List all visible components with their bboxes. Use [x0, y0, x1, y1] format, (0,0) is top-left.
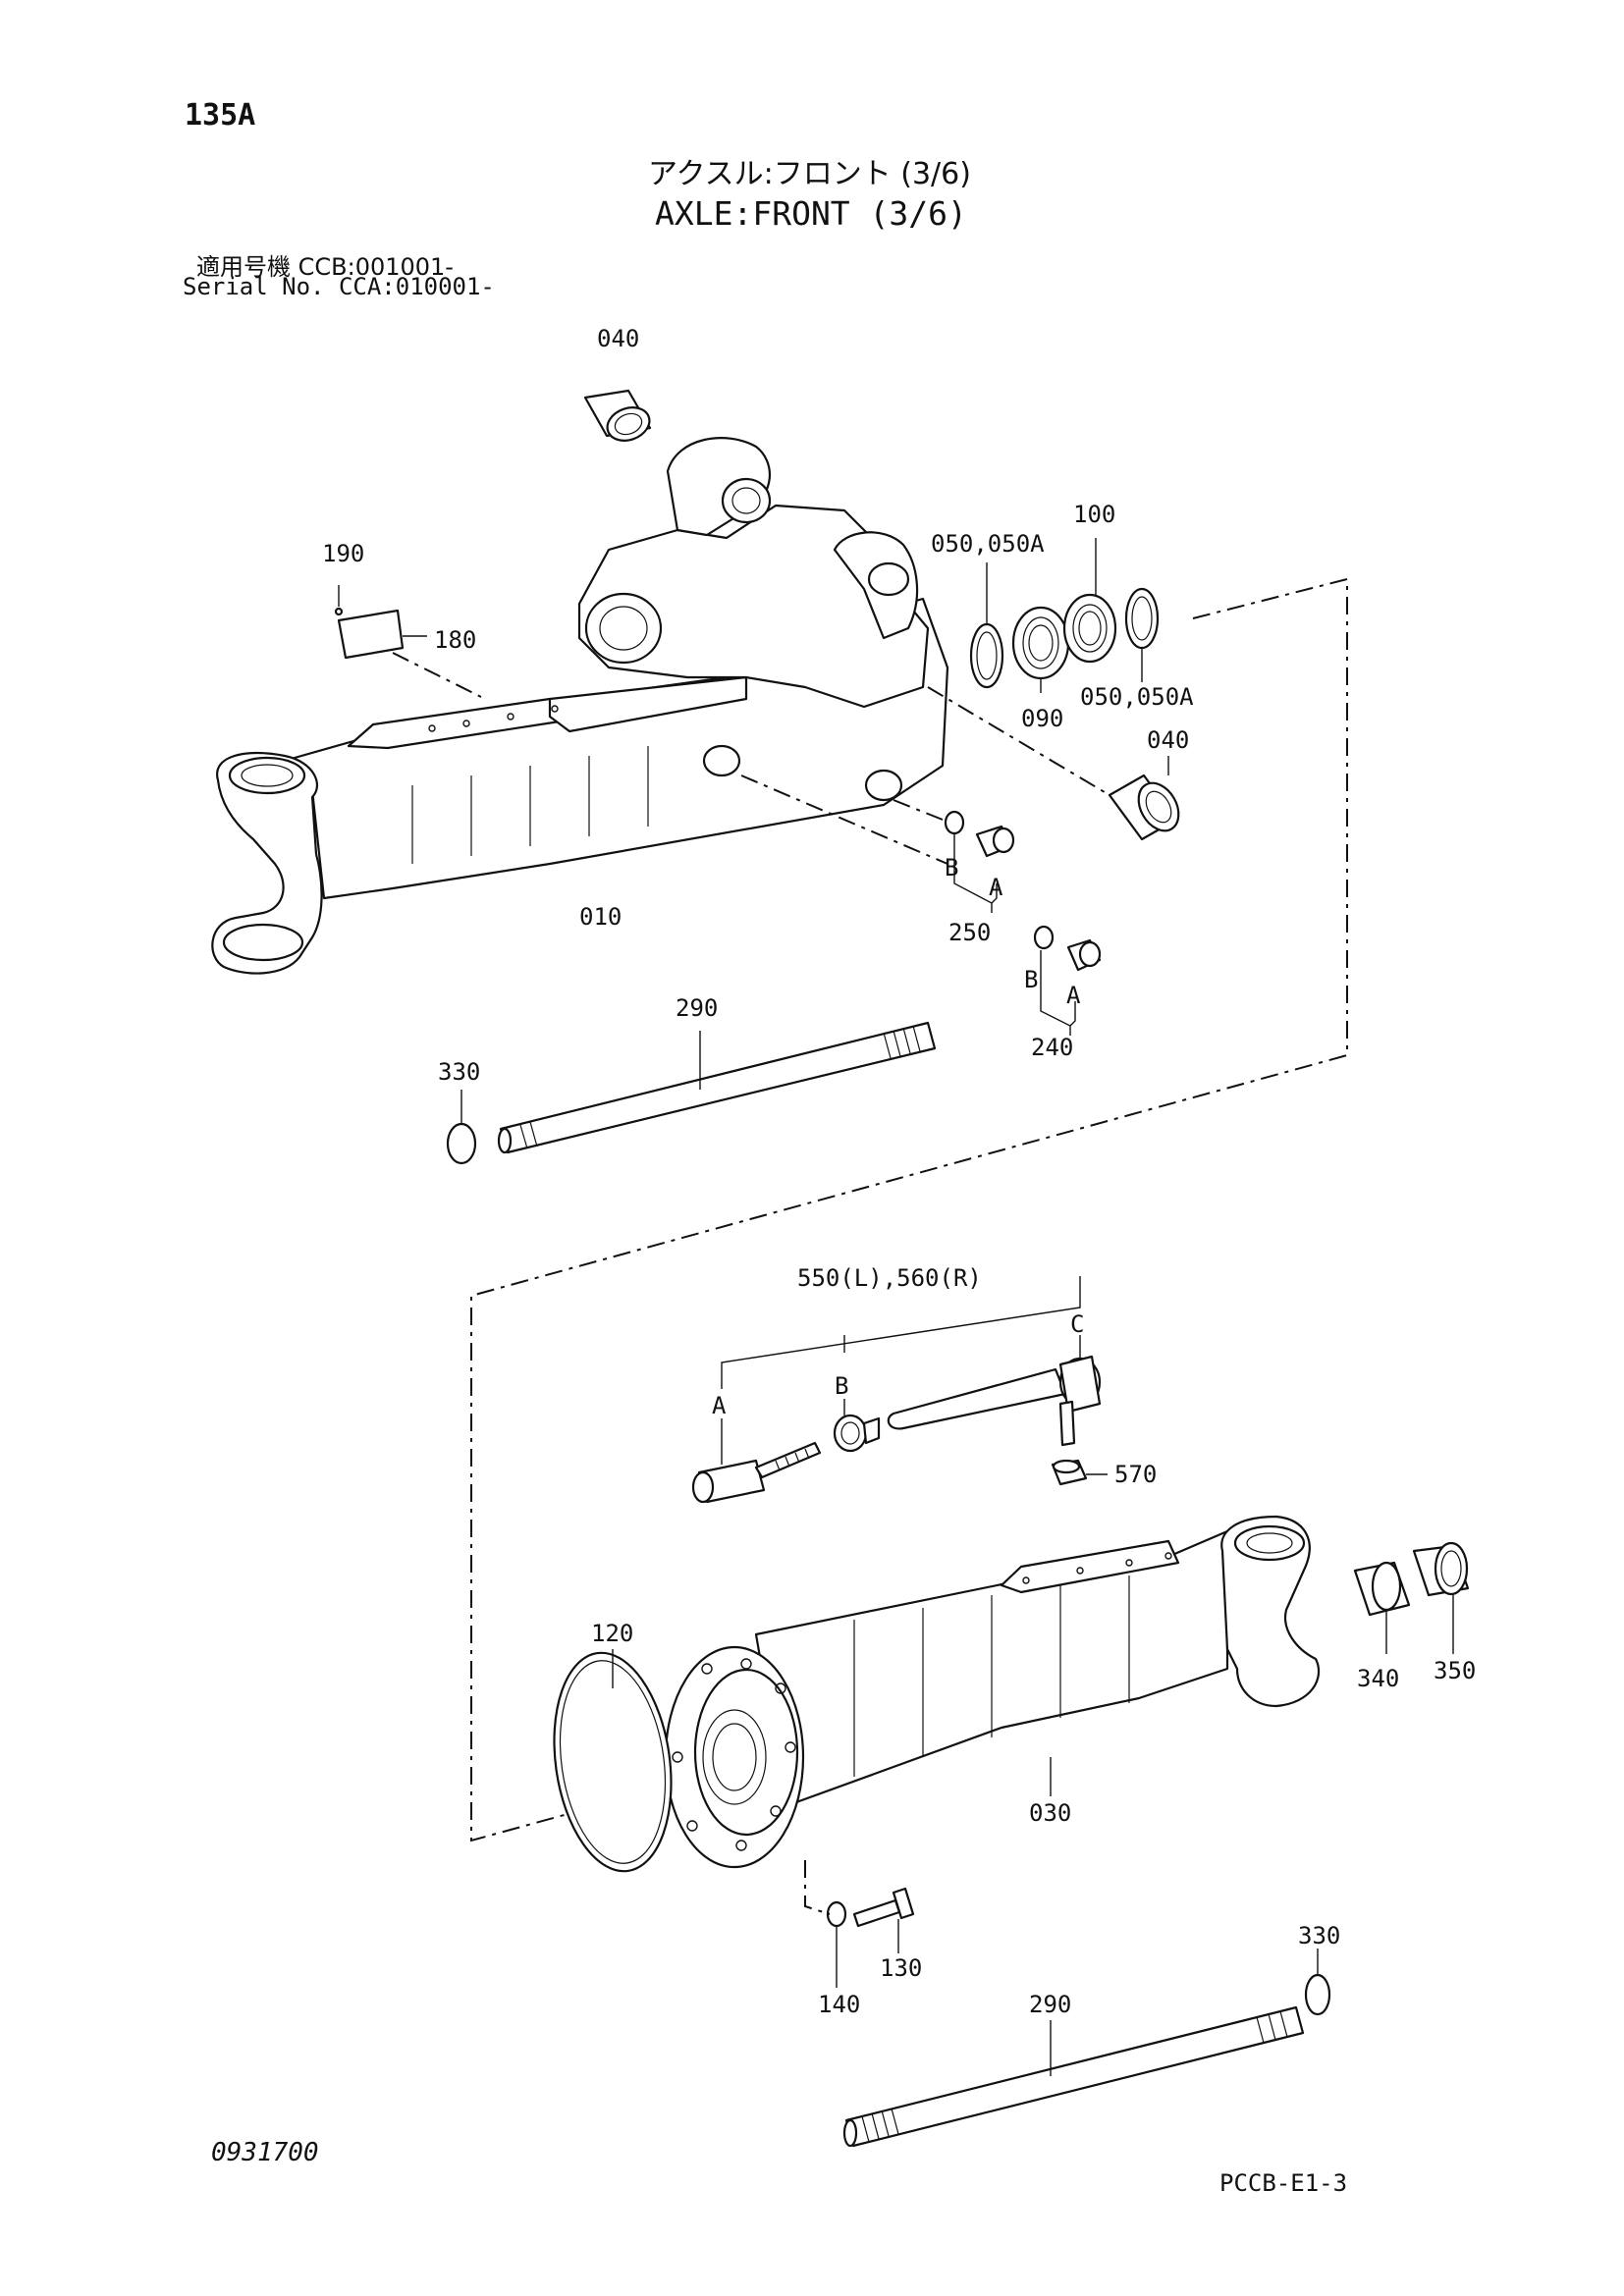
part-290-shaft-top [497, 1021, 937, 1154]
callout-240-a: A [1066, 982, 1081, 1009]
part-180-name-plate [337, 609, 482, 698]
part-290-shaft-bottom [842, 2005, 1305, 2148]
document-code: 0931700 [211, 2138, 319, 2167]
callout-250-a: A [989, 874, 1003, 901]
part-250-plug [944, 810, 1015, 913]
callout-040-right: 040 [1147, 726, 1189, 754]
callout-190: 190 [322, 540, 364, 567]
part-030-axle-housing [664, 1515, 1321, 1869]
title-english: AXLE:FRONT (3/6) [655, 194, 967, 233]
callout-330-bottom: 330 [1298, 1922, 1340, 1949]
callout-120: 120 [591, 1620, 633, 1647]
callout-tie-rod-b: B [835, 1372, 848, 1400]
callout-340: 340 [1357, 1665, 1399, 1692]
callout-570: 570 [1114, 1461, 1157, 1488]
callout-030: 030 [1029, 1799, 1071, 1827]
callout-550-560: 550(L),560(R) [797, 1264, 982, 1292]
part-100-bearing [1062, 538, 1117, 664]
part-tie-rod-b-clamp [833, 1399, 881, 1453]
serial-line-japanese: 適用号機 CCB:001001- [196, 253, 454, 281]
part-050a-shim-right [1124, 587, 1160, 682]
part-350-bushing [1412, 1541, 1470, 1654]
part-120-o-ring [553, 1649, 673, 1873]
page-number: 135A [185, 98, 256, 133]
callout-180: 180 [434, 626, 476, 654]
part-240-plug [1033, 925, 1102, 1036]
callout-140: 140 [818, 1991, 860, 2018]
callout-090: 090 [1021, 705, 1063, 732]
part-090-bearing [1011, 606, 1070, 693]
callout-tie-rod-a: A [712, 1392, 727, 1419]
part-140-washer [804, 1860, 847, 1988]
part-tie-rod-a [691, 1418, 822, 1504]
part-010-axle-housing [211, 437, 949, 975]
callout-350: 350 [1434, 1657, 1476, 1684]
callout-040-top: 040 [597, 325, 639, 352]
assembly-link-line [470, 577, 1348, 1842]
serial-line-english: Serial No. CCA:010001- [183, 273, 495, 300]
callout-290-bottom: 290 [1029, 1991, 1071, 2018]
part-330-snap-ring-top [446, 1090, 477, 1165]
callout-050-050a-left: 050,050A [931, 530, 1045, 558]
page-code: PCCB-E1-3 [1219, 2169, 1348, 2197]
tie-rod-bracket [721, 1276, 1081, 1389]
callout-100: 100 [1073, 501, 1115, 528]
part-050-shim-left [969, 562, 1004, 689]
part-340-bushing [1353, 1561, 1411, 1654]
part-040-bushing-right [927, 686, 1180, 841]
part-130-bolt [852, 1887, 915, 1953]
part-330-snap-ring-bottom [1304, 1949, 1331, 2016]
callout-130: 130 [880, 1954, 922, 1982]
part-tie-rod-c-end [887, 1335, 1102, 1447]
callout-250-b: B [945, 854, 958, 881]
callout-250: 250 [948, 919, 991, 946]
callout-240-b: B [1024, 966, 1038, 993]
callout-050-050a-right: 050,050A [1080, 683, 1194, 711]
part-570-nut [1051, 1459, 1108, 1486]
part-040-bushing-top [583, 389, 652, 442]
callout-330-top: 330 [438, 1058, 480, 1086]
callout-240: 240 [1031, 1034, 1073, 1061]
callout-290-top: 290 [676, 994, 718, 1022]
part-190-screw [334, 585, 344, 616]
callout-tie-rod-c: C [1070, 1310, 1084, 1338]
callout-010: 010 [579, 903, 622, 931]
title-japanese: アクスル:フロント (3/6) [648, 157, 971, 191]
